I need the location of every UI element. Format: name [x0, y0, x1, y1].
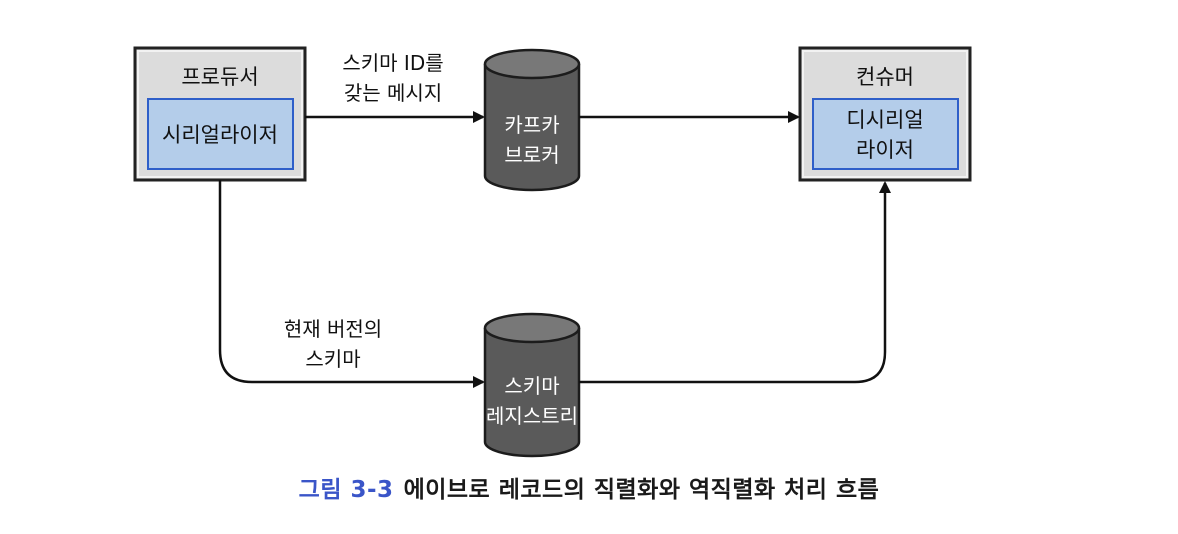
arrow-producer-to-registry: [218, 180, 485, 388]
registry-label-line2: 레지스트리: [486, 404, 578, 428]
broker-label-line1: 카프카: [504, 113, 559, 137]
serializer-label: 시리얼라이저: [162, 123, 278, 147]
broker-label-line2: 브로커: [504, 143, 559, 167]
deserializer-box: [812, 98, 959, 170]
schema-registry-cylinder: 스키마 레지스트리: [483, 312, 581, 458]
consumer-box: 컨슈머 디시리얼 라이저: [798, 46, 972, 182]
edge-bottom-label-line2: 스키마: [305, 347, 360, 371]
registry-label-line1: 스키마: [504, 374, 559, 398]
producer-box: 프로듀서 시리얼라이저: [133, 46, 307, 182]
edge-top-label-line2: 갖는 메시지: [344, 81, 442, 105]
figure-caption: 그림 3-3 에이브로 레코드의 직렬화와 역직렬화 처리 흐름: [0, 470, 1178, 504]
consumer-title: 컨슈머: [856, 65, 914, 89]
deserializer-label-line1: 디시리얼: [846, 108, 923, 132]
caption-text: 에이브로 레코드의 직렬화와 역직렬화 처리 흐름: [403, 477, 880, 503]
edge-bottom-label-line1: 현재 버전의: [284, 317, 382, 341]
kafka-broker-cylinder: 카프카 브로커: [483, 48, 581, 192]
serializer-box: [147, 98, 294, 170]
arrow-registry-to-consumer: [579, 181, 891, 384]
figure-number: 그림 3-3: [298, 477, 394, 503]
edge-top-label-line1: 스키마 ID를: [342, 51, 443, 75]
producer-title: 프로듀서: [181, 65, 258, 89]
deserializer-label-line2: 라이저: [856, 138, 914, 162]
